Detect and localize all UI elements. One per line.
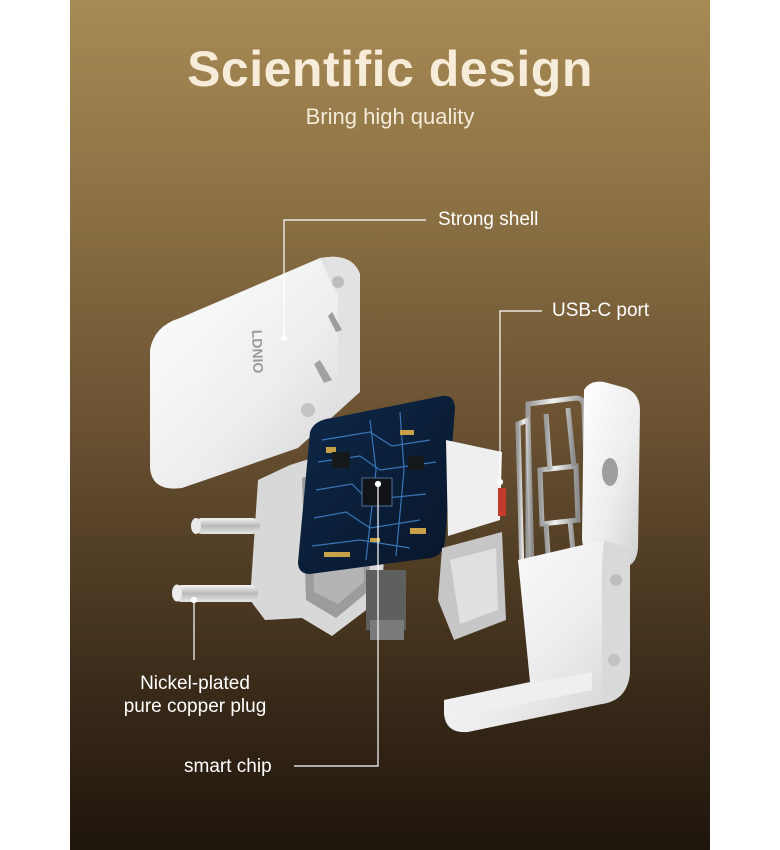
callout-plug-line2: pure copper plug — [123, 696, 267, 717]
callout-smart-chip: smart chip — [184, 756, 272, 777]
product-panel: Scientific design Bring high quality — [70, 0, 710, 850]
callout-plug-line1: Nickel-plated — [140, 673, 250, 694]
exploded-charger-illustration: LDNIO — [150, 219, 640, 767]
bottom-shell — [444, 540, 630, 733]
callout-usb-c-port: USB-C port — [552, 300, 650, 321]
usb-c-port-marker — [498, 488, 506, 516]
plug-pins — [172, 518, 260, 602]
brand-logo: LDNIO — [249, 330, 267, 374]
page-subtitle: Bring high quality — [305, 104, 475, 129]
callout-strong-shell: Strong shell — [438, 209, 539, 230]
callout-plug: Nickel-plated pure copper plug — [100, 672, 290, 718]
circuit-board — [298, 395, 455, 574]
port-cap — [582, 381, 640, 567]
page-title: Scientific design — [187, 41, 593, 97]
